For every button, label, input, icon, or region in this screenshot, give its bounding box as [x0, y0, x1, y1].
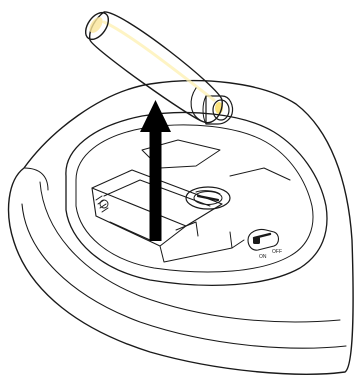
switch-knob [253, 237, 260, 244]
switch-on-label: ON [259, 254, 267, 260]
switch-off-label: OFF [272, 249, 282, 255]
remove-arrow-icon [140, 100, 171, 241]
battery-compartment [66, 113, 327, 286]
spring-contact-icon [96, 196, 108, 212]
power-switch: ON OFF [248, 229, 282, 260]
